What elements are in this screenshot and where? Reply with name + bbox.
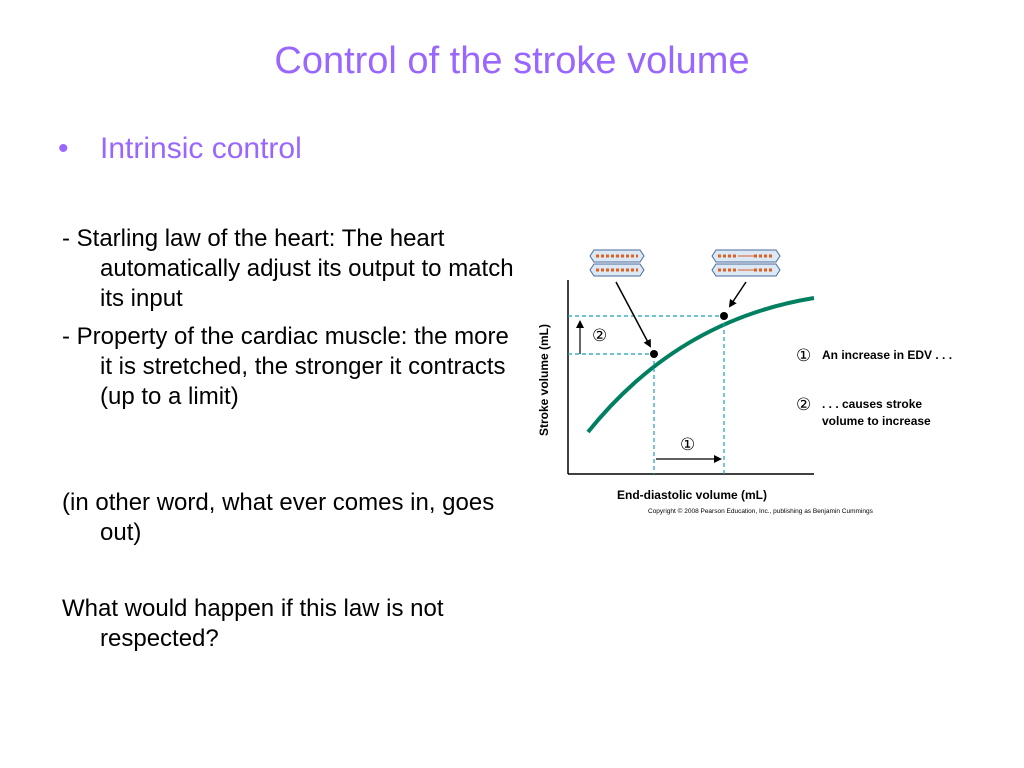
slide-title: Control of the stroke volume — [274, 40, 750, 82]
legend-marker-1: ① — [796, 346, 811, 366]
starling-curve-figure: Stroke volume (mL) End-diastolic volume … — [528, 240, 988, 530]
paragraph-cardiac-muscle: - Property of the cardiac muscle: the mo… — [62, 323, 509, 410]
plot-marker-1: ① — [680, 435, 695, 455]
paragraph-question: What would happen if this law is not res… — [62, 595, 444, 652]
legend-marker-2: ② — [796, 395, 811, 415]
paragraph-starling-law: - Starling law of the heart: The heart a… — [62, 225, 514, 312]
starling-curve-diagram: Stroke volume (mL) End-diastolic volume … — [537, 249, 952, 502]
legend-text-2b: volume to increase — [822, 414, 931, 428]
legend-text-2a: . . . causes stroke — [822, 397, 922, 411]
sarcomere-more-stretched-icon — [711, 249, 781, 277]
paragraph-in-other-words: (in other word, what ever comes in, goes… — [62, 489, 495, 546]
y-axis-label: Stroke volume (mL) — [537, 324, 551, 436]
dashed-guides — [568, 315, 725, 474]
pointer-arrow-high — [728, 281, 747, 308]
legend-text-1: An increase in EDV . . . — [822, 348, 952, 362]
bullet-dot-icon: • — [58, 132, 69, 165]
pointer-arrow-low — [615, 281, 651, 348]
point-high-edv — [720, 312, 728, 320]
copyright-notice: Copyright © 2008 Pearson Education, Inc.… — [648, 508, 873, 515]
bullet-text: Intrinsic control — [100, 132, 302, 165]
point-low-edv — [650, 350, 658, 358]
sarcomere-stretched-icon — [589, 249, 645, 277]
bullet-item: • Intrinsic control — [58, 132, 302, 166]
x-axis-label: End-diastolic volume (mL) — [617, 488, 767, 502]
plot-marker-2: ② — [592, 326, 607, 346]
starling-curve — [586, 296, 815, 434]
